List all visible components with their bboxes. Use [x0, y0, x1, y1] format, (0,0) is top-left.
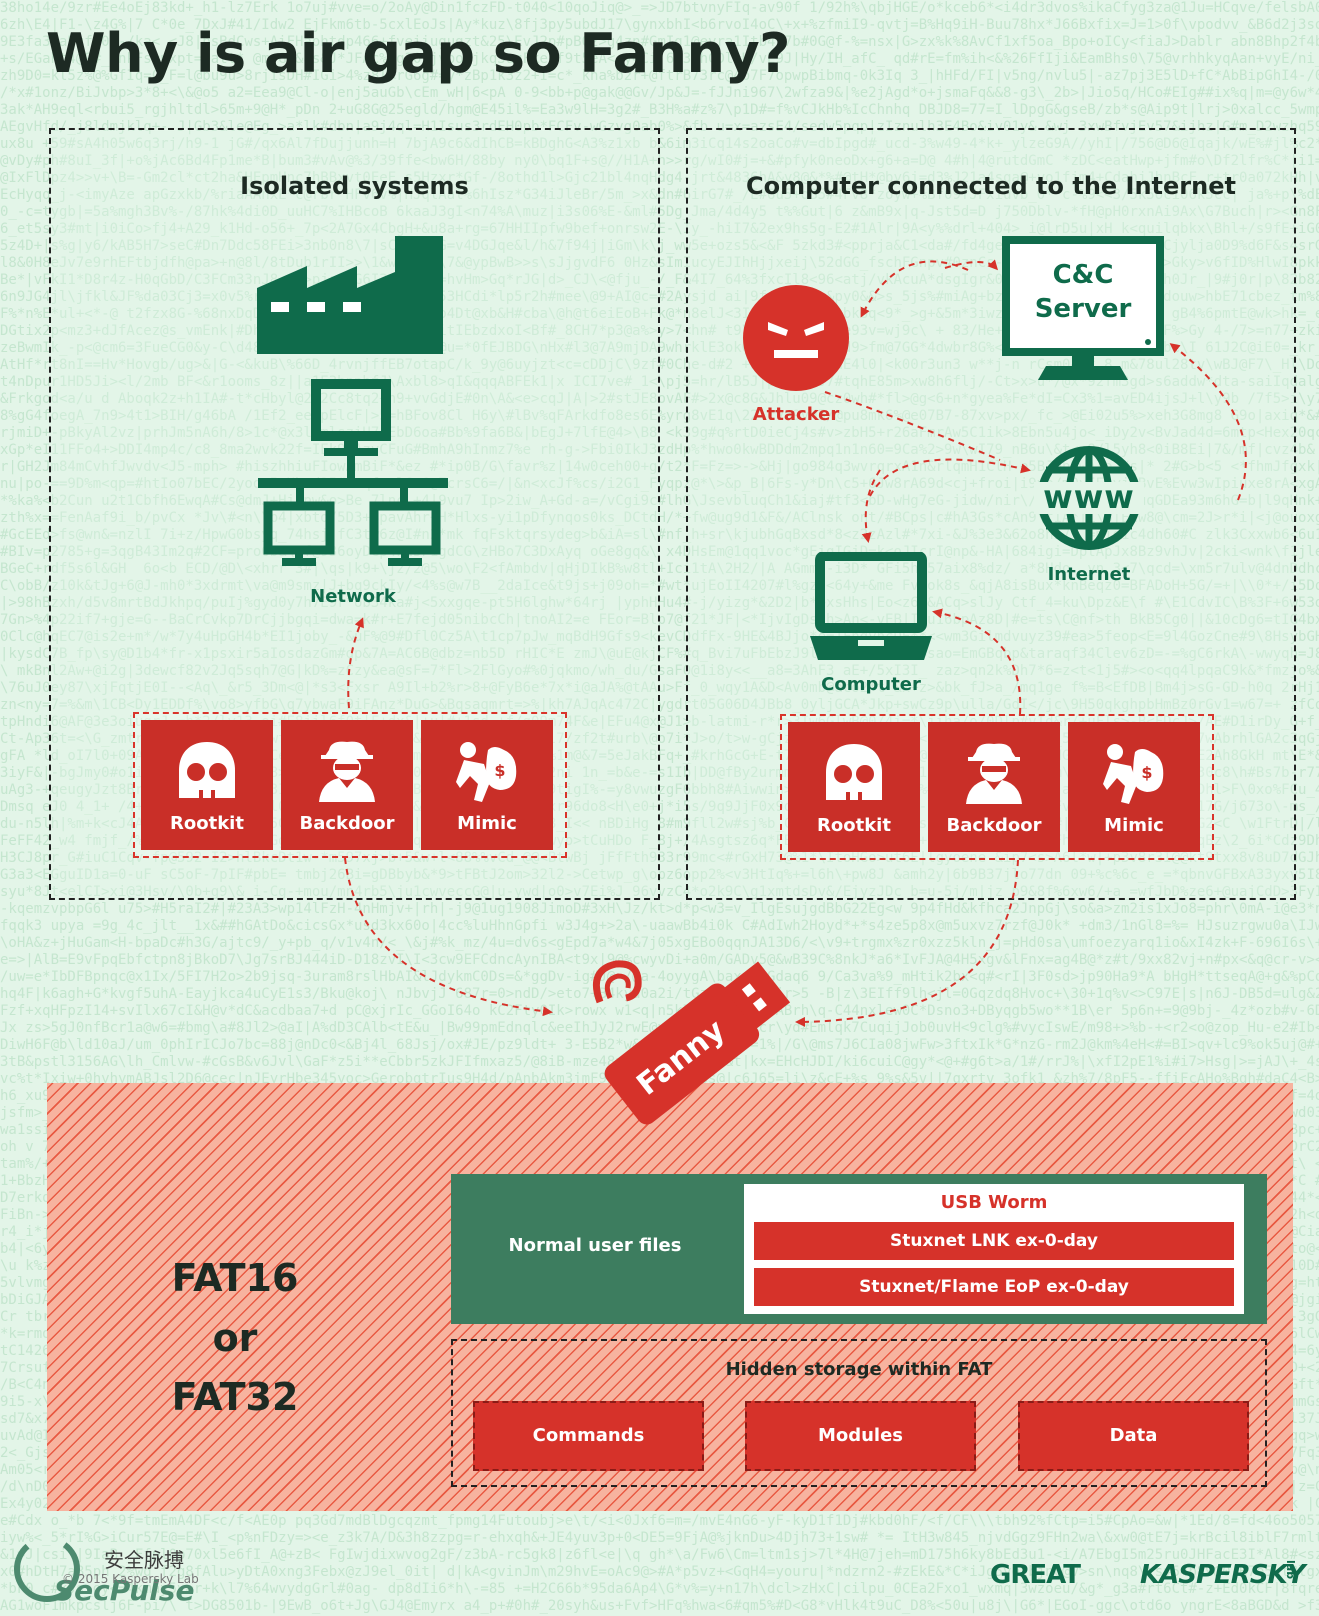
arrow-server-to-attacker — [860, 260, 969, 318]
fat32-label: FAT32 — [171, 1375, 299, 1419]
watermark-en: SecPulse — [54, 1574, 195, 1607]
usb-worm-label: USB Worm — [940, 1192, 1048, 1213]
hidden-storage-box: Hidden storage within FAT Commands Modul… — [451, 1339, 1267, 1487]
internet-connected-title: Computer connected to the Internet — [746, 172, 1236, 200]
factory-icon — [257, 236, 443, 354]
arrow-attacker-link — [824, 391, 1001, 461]
watermark-cn: 安全脉搏 — [104, 1548, 184, 1572]
network-label: Network — [310, 586, 396, 607]
backdoor-tool: Backdoor — [928, 722, 1060, 852]
secpulse-logo-icon — [14, 1536, 80, 1602]
arrow-tools-to-network — [347, 617, 364, 709]
arrow-left-tools-to-usb — [344, 857, 553, 1017]
laptop-icon — [810, 552, 932, 660]
arrow-right-tools-to-usb — [795, 859, 1019, 1027]
stuxnet-lnk-exploit: Stuxnet LNK ex-0-day — [754, 1222, 1234, 1260]
internet-label: Internet — [1047, 564, 1131, 585]
arrow-internet-to-computer — [861, 469, 881, 543]
fat-or-label: or — [212, 1316, 258, 1360]
left-malware-tools: Rootkit Backdoor $ Mimic — [133, 712, 567, 858]
skull-icon — [826, 744, 882, 800]
hidden-modules: Modules — [745, 1401, 976, 1471]
fat16-label: FAT16 — [171, 1256, 299, 1300]
page-title: Why is air gap so Fanny? — [46, 22, 791, 85]
arrow-computer-to-internet — [869, 458, 1031, 497]
rootkit-tool: Rootkit — [788, 722, 920, 852]
copyright: © 2015 Kaspersky Lab — [62, 1572, 199, 1586]
usb-worm-box: USB Worm Stuxnet LNK ex-0-day Stuxnet/Fl… — [744, 1184, 1244, 1314]
thief-icon: $ — [456, 742, 517, 802]
hidden-storage-title: Hidden storage within FAT — [725, 1359, 993, 1380]
tool-label: Mimic — [457, 813, 517, 834]
tool-label: Rootkit — [170, 813, 244, 834]
mimic-tool: $ Mimic — [421, 720, 553, 850]
hidden-commands: Commands — [473, 1401, 704, 1471]
thief-icon: $ — [1103, 744, 1164, 804]
kaspersky-lab-text: lab — [1284, 1560, 1297, 1580]
cc-server-line1: C&C — [1052, 260, 1114, 290]
globe-icon — [1034, 446, 1144, 550]
skull-icon — [179, 742, 235, 798]
arrow-attacker-to-server — [944, 259, 999, 271]
angry-face-icon — [743, 285, 849, 391]
mimic-tool: $ Mimic — [1068, 722, 1200, 852]
rootkit-tool: Rootkit — [141, 720, 273, 850]
stuxnet-flame-eop-exploit: Stuxnet/Flame EoP ex-0-day — [754, 1268, 1234, 1306]
attacker-label: Attacker — [752, 404, 840, 425]
tool-label: Backdoor — [299, 813, 395, 834]
hidden-data: Data — [1018, 1401, 1249, 1471]
svg-text:$: $ — [494, 761, 505, 780]
cc-server-icon — [1002, 236, 1164, 380]
usb-stick-icon: Fanny — [593, 960, 791, 1125]
tool-label: Mimic — [1104, 815, 1164, 836]
network-icon — [258, 379, 448, 566]
arrow-tools-to-computer — [932, 608, 1022, 715]
cc-server-line2: Server — [1034, 294, 1132, 324]
internet-www-text: www — [1043, 478, 1135, 516]
cc-server-label: C&C Server — [1006, 258, 1160, 326]
right-malware-tools: Rootkit Backdoor $ Mimic — [780, 714, 1214, 860]
tool-label: Rootkit — [817, 815, 891, 836]
spy-icon — [966, 743, 1022, 804]
computer-label: Computer — [821, 674, 921, 695]
spy-icon — [319, 741, 375, 802]
svg-text:$: $ — [1141, 763, 1152, 782]
arrow-internet-to-server — [1169, 343, 1247, 501]
normal-user-files-label: Normal user files — [508, 1235, 682, 1256]
isolated-systems-title: Isolated systems — [240, 172, 469, 200]
tool-label: Backdoor — [946, 815, 1042, 836]
great-logo: GREAT — [990, 1560, 1081, 1590]
kaspersky-logo: KASPERSKY — [1140, 1560, 1306, 1590]
backdoor-tool: Backdoor — [281, 720, 413, 850]
